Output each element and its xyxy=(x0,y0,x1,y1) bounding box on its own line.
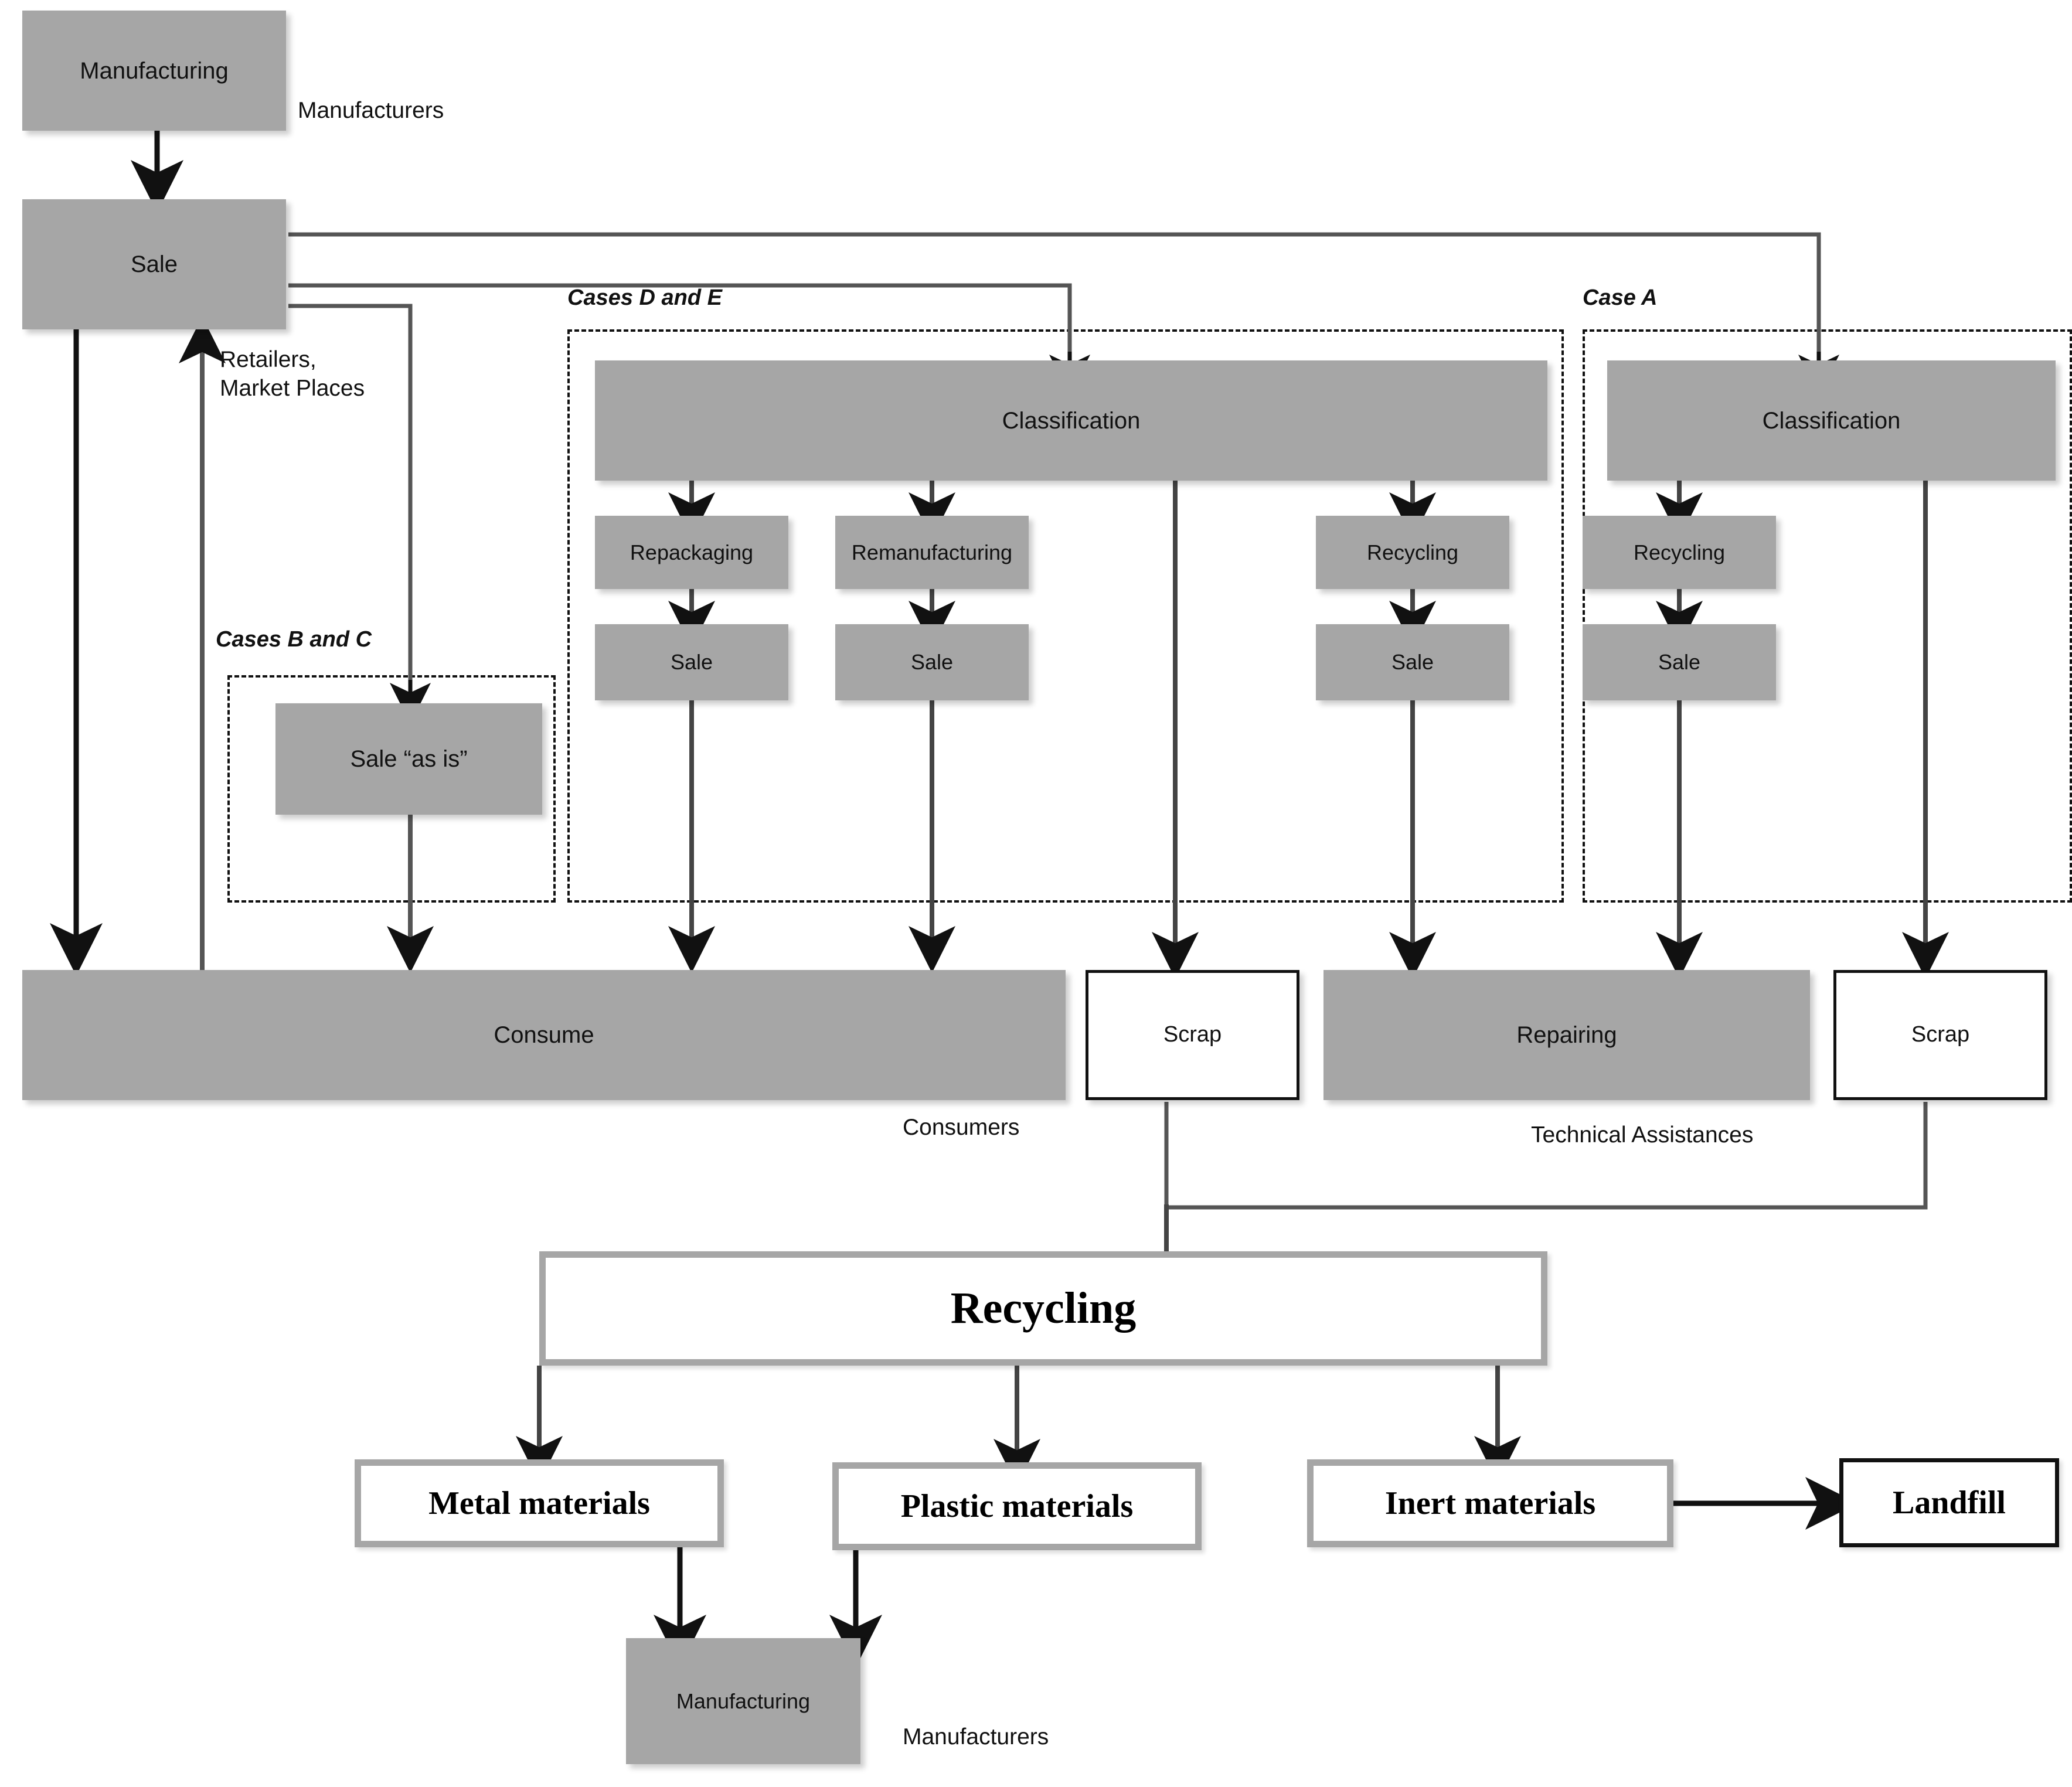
group-frame-case-a xyxy=(1583,329,2072,903)
node-landfill[interactable]: Landfill xyxy=(1839,1458,2059,1547)
node-repackaging[interactable]: Repackaging xyxy=(595,516,788,589)
node-recycling-case-a[interactable]: Recycling xyxy=(1583,516,1776,589)
node-metal-materials[interactable]: Metal materials xyxy=(355,1459,724,1547)
node-classification-case-a[interactable]: Classification xyxy=(1607,360,2056,481)
node-label: Sale xyxy=(910,650,954,675)
node-label: Scrap xyxy=(1911,1022,1970,1047)
node-manufacturing-bottom[interactable]: Manufacturing xyxy=(626,1638,860,1764)
node-label: Classification xyxy=(1002,407,1141,434)
node-label: Sale xyxy=(1391,650,1434,675)
node-label: Manufacturing xyxy=(80,57,229,84)
node-label: Metal materials xyxy=(428,1485,650,1521)
node-plastic-materials[interactable]: Plastic materials xyxy=(832,1462,1202,1550)
node-consume[interactable]: Consume xyxy=(22,970,1066,1100)
node-sale-recycling-case-a[interactable]: Sale xyxy=(1583,624,1776,700)
node-label: Plastic materials xyxy=(900,1488,1134,1524)
node-label: Sale xyxy=(670,650,713,675)
node-label: Sale “as is” xyxy=(350,746,468,772)
label-retailers-market-places: Retailers, Market Places xyxy=(220,347,365,401)
node-classification-cases-d-and-e[interactable]: Classification xyxy=(595,360,1547,481)
node-scrap-left[interactable]: Scrap xyxy=(1086,970,1299,1100)
node-sale-recycling-cases-d-and-e[interactable]: Sale xyxy=(1316,624,1509,700)
label-manufacturers-bottom: Manufacturers xyxy=(903,1724,1049,1749)
case-label-cases-b-and-c: Cases B and C xyxy=(216,627,372,652)
node-sale-as-is[interactable]: Sale “as is” xyxy=(275,703,542,815)
node-recycling-main[interactable]: Recycling xyxy=(539,1251,1547,1366)
node-label: Scrap xyxy=(1163,1022,1222,1047)
node-sale-top[interactable]: Sale xyxy=(22,199,286,329)
node-label: Remanufacturing xyxy=(851,540,1013,564)
node-label: Classification xyxy=(1762,407,1901,434)
node-label: Recycling xyxy=(1633,540,1726,564)
label-technical-assistances: Technical Assistances xyxy=(1531,1122,1754,1148)
case-label-case-a: Case A xyxy=(1583,285,1658,310)
node-label: Recycling xyxy=(1366,540,1459,564)
node-repairing[interactable]: Repairing xyxy=(1324,970,1810,1100)
node-remanufacturing[interactable]: Remanufacturing xyxy=(835,516,1029,589)
node-label: Recycling xyxy=(950,1283,1137,1333)
node-manufacturing-top[interactable]: Manufacturing xyxy=(22,11,286,131)
node-sale-remanufacturing[interactable]: Sale xyxy=(835,624,1029,700)
label-consumers: Consumers xyxy=(903,1115,1020,1140)
node-label: Consume xyxy=(494,1022,594,1048)
node-scrap-right[interactable]: Scrap xyxy=(1833,970,2047,1100)
node-label: Landfill xyxy=(1893,1484,2006,1521)
node-label: Sale xyxy=(130,251,178,277)
node-sale-repackaging[interactable]: Sale xyxy=(595,624,788,700)
node-inert-materials[interactable]: Inert materials xyxy=(1307,1459,1673,1547)
node-label: Inert materials xyxy=(1384,1485,1596,1521)
node-label: Manufacturing xyxy=(676,1689,811,1713)
node-label: Repackaging xyxy=(630,540,754,564)
case-label-cases-d-and-e: Cases D and E xyxy=(567,285,722,310)
node-label: Sale xyxy=(1658,650,1701,675)
node-label: Repairing xyxy=(1516,1022,1617,1048)
node-recycling-cases-d-and-e[interactable]: Recycling xyxy=(1316,516,1509,589)
label-manufacturers-top: Manufacturers xyxy=(298,98,444,123)
